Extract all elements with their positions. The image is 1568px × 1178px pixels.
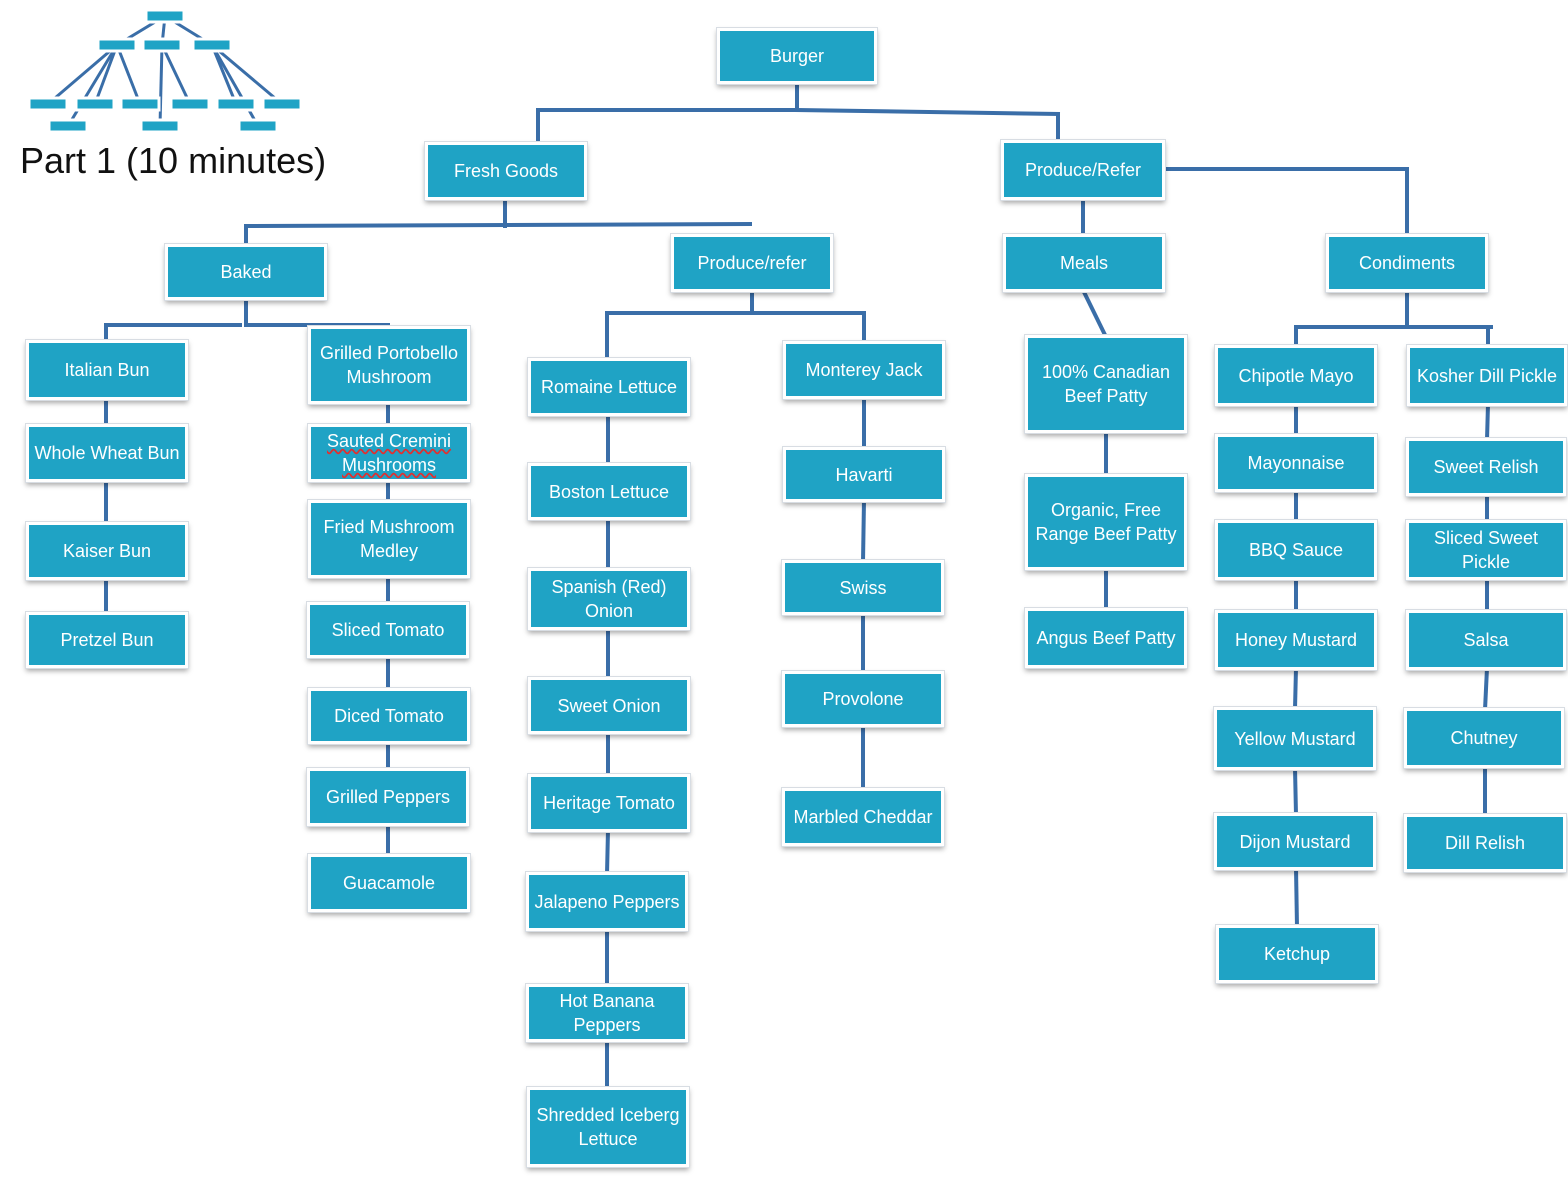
node-havarti[interactable]: Havarti <box>783 447 945 502</box>
mini-tree-boxes <box>27 8 303 134</box>
node-dill-relish-label: Dill Relish <box>1444 833 1525 853</box>
node-diced-tomato[interactable]: Diced Tomato <box>308 688 470 744</box>
node-provolone[interactable]: Provolone <box>782 671 944 727</box>
node-guacamole[interactable]: Guacamole <box>308 854 470 912</box>
node-ketchup[interactable]: Ketchup <box>1216 925 1378 983</box>
node-marbled-cheddar-label: Marbled Cheddar <box>793 807 933 827</box>
node-swiss-label: Swiss <box>839 577 887 598</box>
node-organic-beef[interactable]: Organic, Free Range Beef Patty <box>1025 474 1187 570</box>
node-grilled-peppers[interactable]: Grilled Peppers <box>307 768 469 826</box>
node-mayonnaise[interactable]: Mayonnaise <box>1215 434 1377 492</box>
node-burger[interactable]: Burger <box>717 28 877 84</box>
node-kaiser-bun-label: Kaiser Bun <box>62 541 152 561</box>
node-angus-beef-label: Angus Beef Patty <box>1036 628 1176 648</box>
node-monterey-jack-label: Monterey Jack <box>805 360 923 380</box>
node-jalapeno-label: Jalapeno Peppers <box>534 891 680 912</box>
node-swiss[interactable]: Swiss <box>782 560 944 615</box>
node-fresh-goods-label: Fresh Goods <box>453 161 559 181</box>
node-spanish-onion[interactable]: Spanish (Red) Onion <box>528 568 690 630</box>
node-boston[interactable]: Boston Lettuce <box>528 463 690 520</box>
node-grilled-portobello-label: Grilled Portobello Mushroom <box>319 343 459 387</box>
node-sliced-tomato-label: Sliced Tomato <box>331 620 445 640</box>
node-fried-mushroom[interactable]: Fried Mushroom Medley <box>308 500 470 578</box>
node-ketchup-label: Ketchup <box>1263 944 1331 964</box>
node-fried-mushroom-label: Fried Mushroom Medley <box>323 517 455 561</box>
node-salsa-label: Salsa <box>1463 630 1509 650</box>
node-baked-label: Baked <box>220 262 272 282</box>
node-canadian-beef-label: 100% Canadian Beef Patty <box>1041 362 1171 406</box>
node-salsa[interactable]: Salsa <box>1406 610 1566 670</box>
node-havarti-label: Havarti <box>835 464 893 485</box>
node-whole-wheat-bun[interactable]: Whole Wheat Bun <box>26 424 188 482</box>
node-dijon-mustard[interactable]: Dijon Mustard <box>1214 813 1376 870</box>
node-chutney[interactable]: Chutney <box>1404 708 1564 768</box>
node-chutney-label: Chutney <box>1450 728 1518 748</box>
node-shredded-iceberg[interactable]: Shredded Iceberg Lettuce <box>527 1087 689 1167</box>
node-kaiser-bun[interactable]: Kaiser Bun <box>26 522 188 580</box>
node-guacamole-label: Guacamole <box>342 873 436 893</box>
node-baked[interactable]: Baked <box>165 244 327 300</box>
node-provolone-label: Provolone <box>822 689 904 709</box>
node-hot-banana-label: Hot Banana Peppers <box>559 991 655 1035</box>
node-jalapeno[interactable]: Jalapeno Peppers <box>526 872 688 931</box>
node-monterey-jack[interactable]: Monterey Jack <box>783 341 945 399</box>
node-angus-beef[interactable]: Angus Beef Patty <box>1025 608 1187 668</box>
node-marbled-cheddar[interactable]: Marbled Cheddar <box>782 788 944 846</box>
node-chipotle-mayo-label: Chipotle Mayo <box>1238 365 1354 386</box>
node-italian-bun-label: Italian Bun <box>64 360 150 380</box>
node-bbq-sauce[interactable]: BBQ Sauce <box>1215 520 1377 580</box>
node-yellow-mustard[interactable]: Yellow Mustard <box>1214 707 1376 770</box>
node-dill-relish[interactable]: Dill Relish <box>1404 814 1566 872</box>
node-whole-wheat-bun-label: Whole Wheat Bun <box>34 443 180 463</box>
node-grilled-portobello[interactable]: Grilled Portobello Mushroom <box>308 326 470 404</box>
node-sauted-cremini[interactable]: Sauted Cremini Mushrooms <box>308 424 470 482</box>
node-sliced-tomato[interactable]: Sliced Tomato <box>307 602 469 658</box>
node-kosher-dill[interactable]: Kosher Dill Pickle <box>1407 345 1567 406</box>
node-produce-refer-sub[interactable]: Produce/refer <box>671 234 833 292</box>
node-honey-mustard[interactable]: Honey Mustard <box>1215 610 1377 670</box>
node-sweet-onion-label: Sweet Onion <box>557 695 661 716</box>
node-chipotle-mayo[interactable]: Chipotle Mayo <box>1215 345 1377 406</box>
node-grilled-peppers-label: Grilled Peppers <box>325 787 451 807</box>
node-condiments-label: Condiments <box>1358 253 1456 273</box>
node-sweet-relish[interactable]: Sweet Relish <box>1406 438 1566 496</box>
node-yellow-mustard-label: Yellow Mustard <box>1234 728 1356 749</box>
node-produce-refer-sub-label: Produce/refer <box>697 253 807 273</box>
part-title: Part 1 (10 minutes) <box>20 140 327 181</box>
node-sweet-relish-label: Sweet Relish <box>1433 457 1539 477</box>
node-sliced-sweet-pickle-label: Sliced Sweet Pickle <box>1433 528 1539 572</box>
node-romaine-label: Romaine Lettuce <box>540 377 678 397</box>
node-dijon-mustard-label: Dijon Mustard <box>1239 831 1351 852</box>
node-sauted-cremini-label: Sauted Cremini Mushrooms <box>326 431 452 475</box>
node-italian-bun[interactable]: Italian Bun <box>26 340 188 400</box>
node-mayonnaise-label: Mayonnaise <box>1247 453 1345 473</box>
node-meals[interactable]: Meals <box>1003 234 1165 292</box>
node-fresh-goods[interactable]: Fresh Goods <box>425 142 587 200</box>
node-pretzel-bun-label: Pretzel Bun <box>60 630 154 650</box>
node-kosher-dill-label: Kosher Dill Pickle <box>1416 365 1558 386</box>
node-sliced-sweet-pickle[interactable]: Sliced Sweet Pickle <box>1406 520 1566 580</box>
node-diced-tomato-label: Diced Tomato <box>334 706 444 726</box>
node-meals-label: Meals <box>1059 253 1108 273</box>
node-condiments[interactable]: Condiments <box>1326 234 1488 292</box>
node-boston-label: Boston Lettuce <box>548 481 670 502</box>
node-heritage-tomato[interactable]: Heritage Tomato <box>528 774 690 832</box>
node-romaine[interactable]: Romaine Lettuce <box>528 358 690 416</box>
node-canadian-beef[interactable]: 100% Canadian Beef Patty <box>1025 335 1187 433</box>
node-produce-refer-top[interactable]: Produce/Refer <box>1001 140 1165 200</box>
node-pretzel-bun[interactable]: Pretzel Bun <box>26 612 188 668</box>
node-honey-mustard-label: Honey Mustard <box>1234 630 1358 650</box>
node-produce-refer-top-label: Produce/Refer <box>1024 160 1142 180</box>
node-sweet-onion[interactable]: Sweet Onion <box>528 677 690 734</box>
node-spanish-onion-label: Spanish (Red) Onion <box>551 577 667 621</box>
node-heritage-tomato-label: Heritage Tomato <box>543 793 675 813</box>
node-burger-label: Burger <box>769 46 825 66</box>
node-bbq-sauce-label: BBQ Sauce <box>1248 540 1344 560</box>
node-shredded-iceberg-label: Shredded Iceberg Lettuce <box>536 1105 680 1149</box>
node-organic-beef-label: Organic, Free Range Beef Patty <box>1035 500 1177 544</box>
node-hot-banana[interactable]: Hot Banana Peppers <box>526 984 688 1042</box>
mini-tree-thumbnail <box>27 8 303 134</box>
